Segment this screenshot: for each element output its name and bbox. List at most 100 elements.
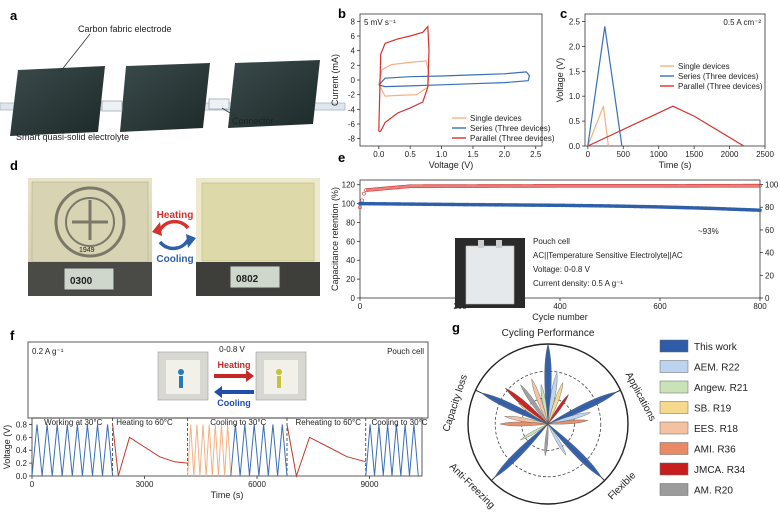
y-tick-label: 0.0: [16, 472, 28, 481]
efficiency-point: [458, 184, 462, 189]
y-axis-label: Current (mA): [330, 54, 340, 106]
efficiency-point: [658, 183, 662, 188]
efficiency-point: [668, 183, 672, 188]
efficiency-point: [500, 184, 504, 188]
efficiency-point: [696, 183, 700, 188]
y-tick-label: 8: [351, 17, 356, 26]
efficiency-point: [688, 183, 692, 188]
heating-arrow-icon: [158, 219, 190, 231]
efficiency-point: [742, 183, 746, 188]
efficiency-point: [714, 183, 718, 188]
efficiency-point: [598, 183, 602, 188]
efficiency-point: [460, 184, 464, 189]
efficiency-point: [502, 184, 506, 188]
efficiency-point: [552, 184, 556, 188]
legend-label: AM. R20: [694, 486, 733, 497]
y-tick-label: 4: [351, 47, 356, 56]
legend-label: SB. R19: [694, 404, 732, 415]
efficiency-point: [738, 183, 742, 188]
f-annotation-left: 0.2 A g⁻¹: [32, 347, 64, 356]
y-tick-label: 40: [346, 256, 355, 265]
efficiency-point: [524, 184, 528, 188]
efficiency-point: [624, 183, 628, 188]
b-annotation: 5 mV s⁻¹: [364, 18, 396, 27]
efficiency-point: [586, 183, 590, 188]
legend-label: EES. R18: [694, 424, 738, 435]
efficiency-point: [604, 183, 608, 188]
y2-tick-label: 80: [765, 203, 774, 212]
efficiency-point: [432, 184, 436, 189]
efficiency-point: [504, 184, 508, 188]
f-heating-arrow-icon: [214, 370, 254, 382]
radar-axis-label: Anti-Freezing: [447, 461, 497, 511]
efficiency-point: [536, 184, 540, 188]
efficiency-point: [690, 183, 694, 188]
efficiency-point: [506, 184, 510, 188]
efficiency-point: [438, 184, 442, 189]
label-carbon-fabric: Carbon fabric electrode: [78, 24, 172, 34]
x-tick-label: 1.0: [436, 150, 448, 159]
efficiency-point: [434, 184, 438, 189]
efficiency-point: [368, 187, 372, 192]
x-tick-label: 1.5: [467, 150, 479, 159]
efficiency-point: [482, 184, 486, 188]
segment-label: Cooling to 30°C: [371, 418, 427, 427]
efficiency-point: [610, 183, 614, 188]
radar-petal: [547, 391, 618, 425]
efficiency-point: [430, 184, 434, 189]
efficiency-point: [422, 184, 426, 189]
efficiency-point: [638, 183, 642, 188]
university-seal-icon: [54, 186, 126, 258]
radar-axis-label: Flexible: [606, 470, 638, 502]
efficiency-point: [618, 183, 622, 188]
efficiency-point: [612, 183, 616, 188]
y-tick-label: 1.0: [569, 92, 581, 101]
efficiency-point: [578, 183, 582, 188]
electrode-pad-2: [120, 63, 210, 132]
f-cooling-arrow-icon: [214, 386, 254, 398]
f-annotation-right: Pouch cell: [387, 347, 424, 356]
heating-label: Heating: [157, 210, 194, 221]
efficiency-point: [708, 183, 712, 188]
connector-1: [101, 100, 123, 112]
legend-swatch: [659, 483, 689, 496]
legend-swatch: [659, 462, 689, 476]
e-percent: ~93%: [698, 227, 719, 236]
efficiency-point: [694, 183, 698, 188]
y-tick-label: 0.6: [16, 433, 28, 442]
efficiency-point: [456, 184, 460, 189]
efficiency-point: [736, 183, 740, 188]
efficiency-point: [644, 183, 648, 188]
efficiency-point: [676, 183, 680, 188]
x-tick-label: 2000: [721, 150, 739, 159]
radar-grid-ring: [494, 370, 602, 478]
efficiency-point: [384, 186, 388, 191]
efficiency-point: [496, 184, 500, 188]
x-tick-label: 800: [753, 302, 767, 311]
x-tick-label: 6000: [248, 480, 266, 489]
efficiency-point: [436, 184, 440, 189]
panel-letter-a: a: [10, 8, 18, 23]
efficiency-point: [732, 183, 736, 188]
x-tick-label: 0: [30, 480, 35, 489]
efficiency-point: [734, 183, 738, 188]
radar-petal: [547, 393, 570, 425]
lcd-display-right: [229, 265, 281, 289]
efficiency-point: [616, 183, 620, 188]
efficiency-point: [574, 183, 578, 188]
legend-swatch: [659, 339, 689, 353]
efficiency-point: [490, 184, 494, 188]
efficiency-point: [444, 184, 448, 189]
efficiency-point: [754, 183, 758, 188]
panel-letter-e: e: [338, 150, 345, 165]
y-tick-label: 0.4: [16, 446, 28, 455]
legend-label: This work: [694, 342, 738, 353]
efficiency-point: [662, 183, 666, 188]
efficiency-point: [448, 184, 452, 189]
heating-curve: [286, 424, 366, 478]
legend-label: Parallel (Three devices): [678, 82, 763, 91]
efficiency-point: [428, 184, 432, 189]
efficiency-point: [628, 183, 632, 188]
efficiency-point: [364, 188, 368, 193]
efficiency-point: [374, 187, 378, 192]
